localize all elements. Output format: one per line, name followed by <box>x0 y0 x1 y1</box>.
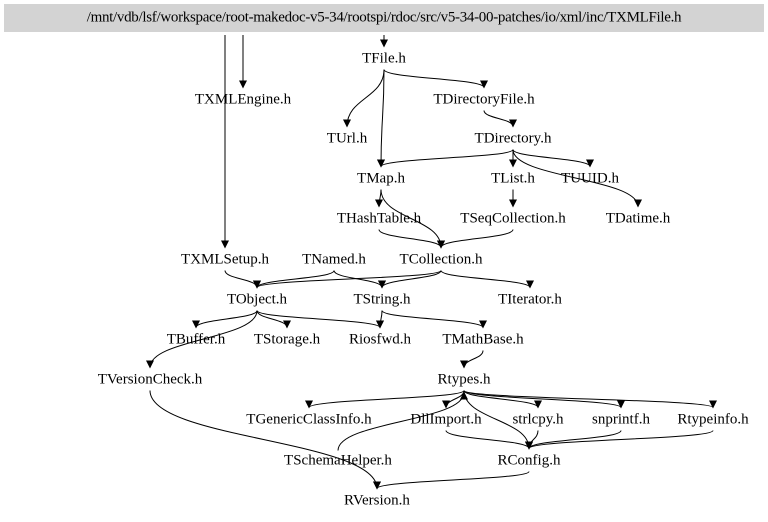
edge-dllimport-rconfig <box>445 430 533 450</box>
node-tuuid[interactable]: TUUID.h <box>561 170 619 187</box>
node-rtypeinfo[interactable]: Rtypeinfo.h <box>677 411 749 428</box>
root-file-node[interactable] <box>4 4 764 32</box>
node-tdirectory[interactable]: TDirectory.h <box>474 130 552 147</box>
node-riosfwd[interactable]: Riosfwd.h <box>348 331 412 348</box>
edge-tmap-tcollection <box>380 189 445 249</box>
edge-tversioncheck-rversion <box>149 390 381 490</box>
edge-tmathbase-rtypes <box>460 350 484 369</box>
edge-tnamed-tobject <box>253 270 335 289</box>
edge-tobject-riosfwd <box>256 310 384 329</box>
edge-tdirectory-tdatime <box>512 149 642 208</box>
node-strlcpy[interactable]: strlcpy.h <box>512 411 564 428</box>
node-tmap[interactable]: TMap.h <box>357 170 405 187</box>
node-tstorage[interactable]: TStorage.h <box>253 331 321 348</box>
edge-rconfig-rversion <box>373 471 530 490</box>
edge-tfile-tdirectoryfile <box>383 69 488 89</box>
edge-tdirectory-tmap <box>377 149 514 168</box>
edge-tdirectory-tuuid <box>512 149 594 168</box>
edge-tobject-tversioncheck <box>146 310 258 369</box>
node-tobject[interactable]: TObject.h <box>226 291 288 308</box>
node-thashtable[interactable]: THashTable.h <box>336 210 422 227</box>
node-tdirectoryfile[interactable]: TDirectoryFile.h <box>433 91 535 108</box>
edge-thashtable-tcollection <box>378 229 445 249</box>
node-tlist[interactable]: TList.h <box>491 170 535 187</box>
edge-tschemahelper-rtypes <box>337 391 468 451</box>
node-tgenericclassinfo[interactable]: TGenericClassInfo.h <box>246 411 372 428</box>
node-tmathbase[interactable]: TMathBase.h <box>442 331 524 348</box>
node-txmlsetup[interactable]: TXMLSetup.h <box>181 251 269 268</box>
edge-rtypes-rtypeinfo <box>463 390 717 409</box>
edge-tcollection-tstring <box>378 270 442 289</box>
edge-tseqcollection-tcollection <box>437 229 514 249</box>
edge-tcollection-titerator <box>440 270 534 289</box>
node-titerator[interactable]: TIterator.h <box>498 291 562 308</box>
root-file-label: /mnt/vdb/lsf/workspace/root-makedoc-v5-3… <box>86 9 682 26</box>
node-txmlengine[interactable]: TXMLEngine.h <box>194 91 292 108</box>
node-tstring[interactable]: TString.h <box>353 291 411 308</box>
edge-tfile-tmap <box>377 69 386 168</box>
node-tcollection[interactable]: TCollection.h <box>399 251 483 268</box>
edge-rtypes-tgenericclassinfo <box>305 390 465 409</box>
node-turl[interactable]: TUrl.h <box>326 130 368 147</box>
node-rtypes[interactable]: Rtypes.h <box>437 371 491 388</box>
node-tseqcollection[interactable]: TSeqCollection.h <box>460 210 566 227</box>
node-dllimport[interactable]: DllImport.h <box>410 411 482 428</box>
edge-tobject-tbuffer <box>192 310 258 329</box>
edge-txmlsetup-tobject <box>224 270 261 289</box>
node-tversioncheck[interactable]: TVersionCheck.h <box>97 371 203 388</box>
edge-tstring-tmathbase <box>381 310 487 329</box>
node-rversion[interactable]: RVersion.h <box>344 492 410 509</box>
edge-tfile-turl <box>343 69 385 128</box>
edge-rtypes-snprintf <box>463 390 625 409</box>
edge-tstring-riosfwd <box>376 310 385 329</box>
node-tbuffer[interactable]: TBuffer.h <box>166 331 226 348</box>
edge-tdirectoryfile-tdirectory <box>483 110 517 128</box>
edge-snprintf-rconfig <box>525 430 622 450</box>
edge-rtypeinfo-rconfig <box>525 430 714 450</box>
edge-tcollection-tobject <box>253 270 442 289</box>
node-rconfig[interactable]: RConfig.h <box>497 452 561 469</box>
edge-tobject-tstorage <box>256 310 291 329</box>
node-tdatime[interactable]: TDatime.h <box>605 210 671 227</box>
node-snprintf[interactable]: snprintf.h <box>592 411 650 428</box>
node-tfile[interactable]: TFile.h <box>362 50 406 67</box>
node-tnamed[interactable]: TNamed.h <box>302 251 366 268</box>
node-tschemahelper[interactable]: TSchemaHelper.h <box>284 452 392 469</box>
